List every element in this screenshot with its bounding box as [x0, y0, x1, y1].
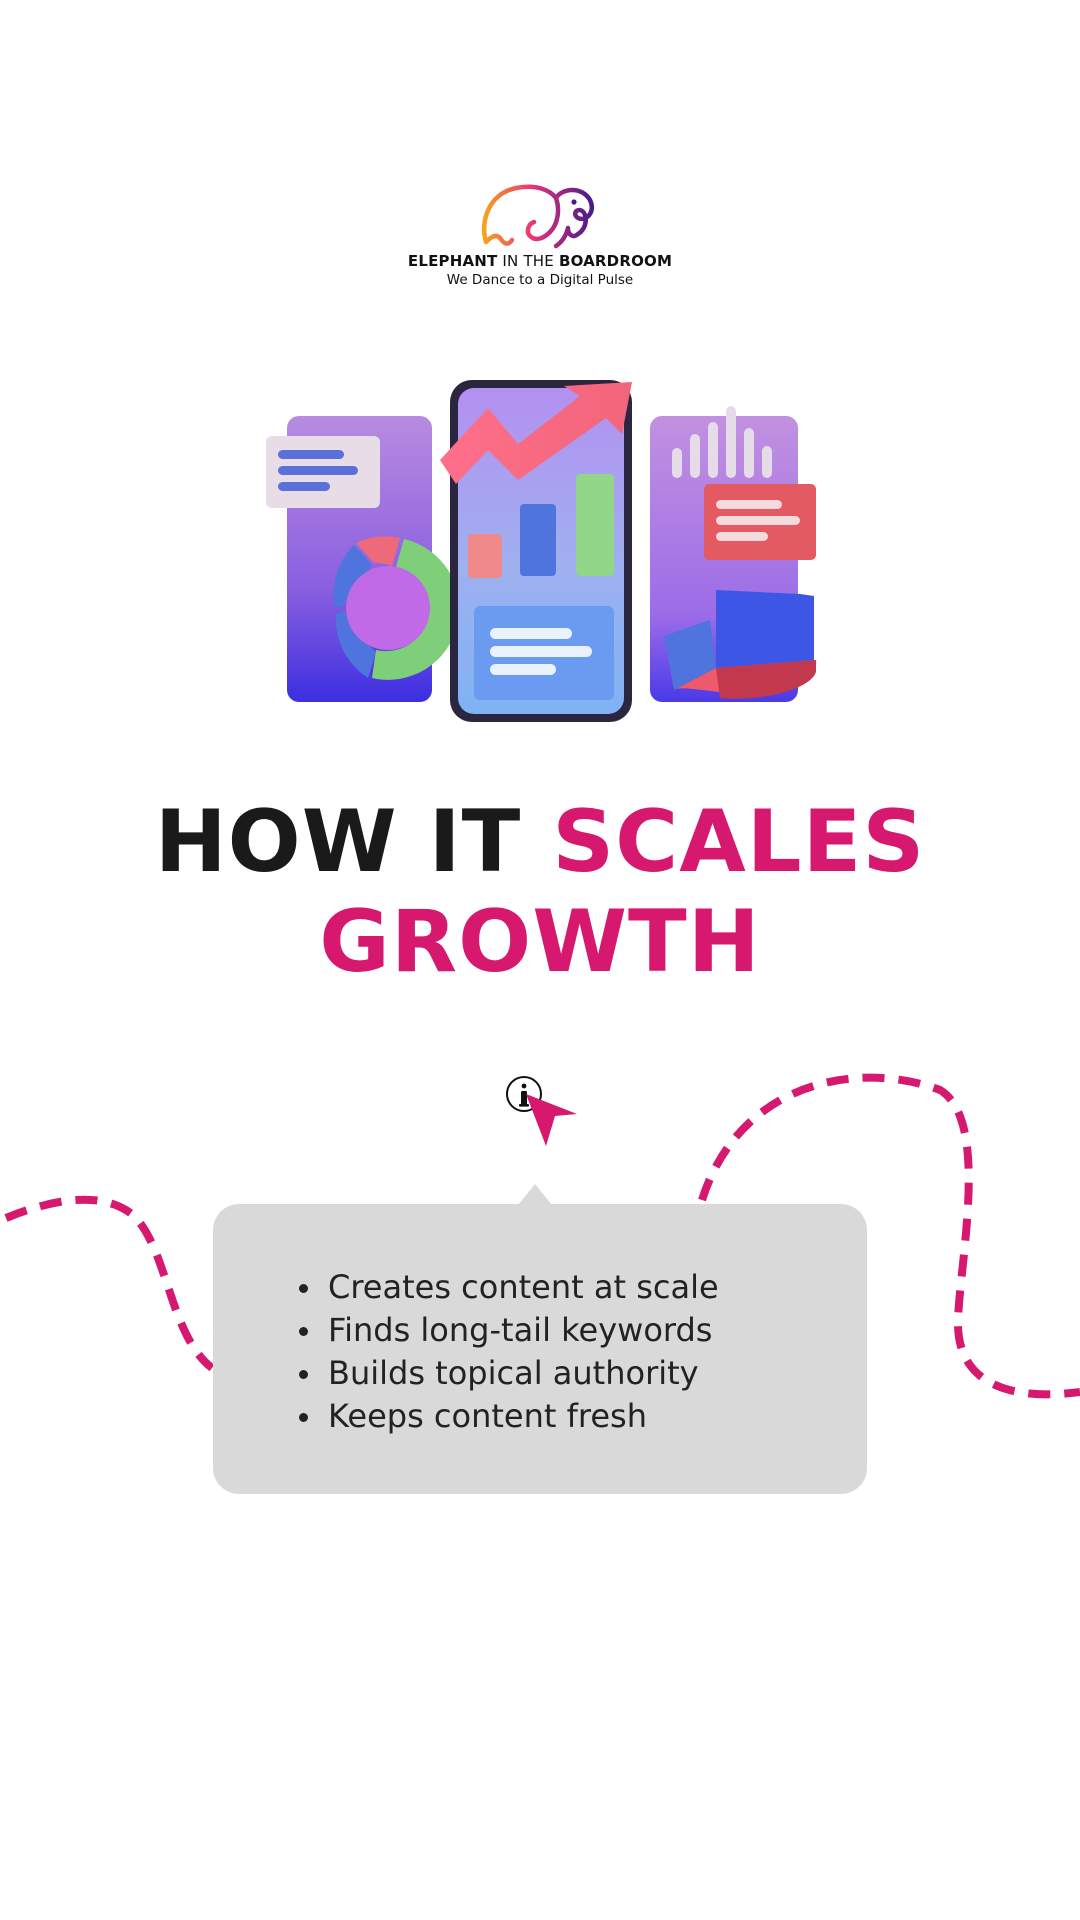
bullet-icon [299, 1327, 308, 1336]
elephant-logo-icon [481, 184, 595, 249]
page-title: HOW IT SCALES GROWTH [0, 792, 1080, 992]
dashed-squiggle-decoration [4, 1073, 1080, 1399]
right-squiggle [698, 1073, 1080, 1399]
title-line-1: HOW IT SCALES [154, 792, 926, 892]
list-item: Creates content at scale [299, 1266, 719, 1309]
brand-tagline: We Dance to a Digital Pulse [446, 272, 634, 288]
bullet-icon [299, 1413, 308, 1422]
title-line-2: GROWTH [319, 892, 761, 992]
bullet-icon [299, 1370, 308, 1379]
phone-graphic [440, 380, 632, 722]
card-pointer [518, 1184, 552, 1205]
cursor-arrow-icon [526, 1094, 577, 1146]
list-item: Builds topical authority [299, 1352, 719, 1395]
left-squiggle [4, 1195, 215, 1372]
pie-3d-graphic [664, 590, 817, 699]
info-card: Creates content at scale Finds long-tail… [213, 1204, 867, 1494]
list-item: Finds long-tail keywords [299, 1309, 719, 1352]
analytics-illustration [266, 380, 817, 722]
brand-name: ELEPHANT IN THE BOARDROOM [407, 252, 673, 270]
right-panel [650, 406, 817, 702]
donut-chart-graphic [333, 536, 460, 680]
cursor-pointer [506, 1076, 577, 1146]
list-item: Keeps content fresh [299, 1395, 719, 1438]
brand-logo: ELEPHANT IN THE BOARDROOM We Dance to a … [340, 176, 740, 306]
left-panel [266, 416, 460, 702]
benefits-list: Creates content at scale Finds long-tail… [299, 1266, 719, 1438]
bullet-icon [299, 1284, 308, 1293]
